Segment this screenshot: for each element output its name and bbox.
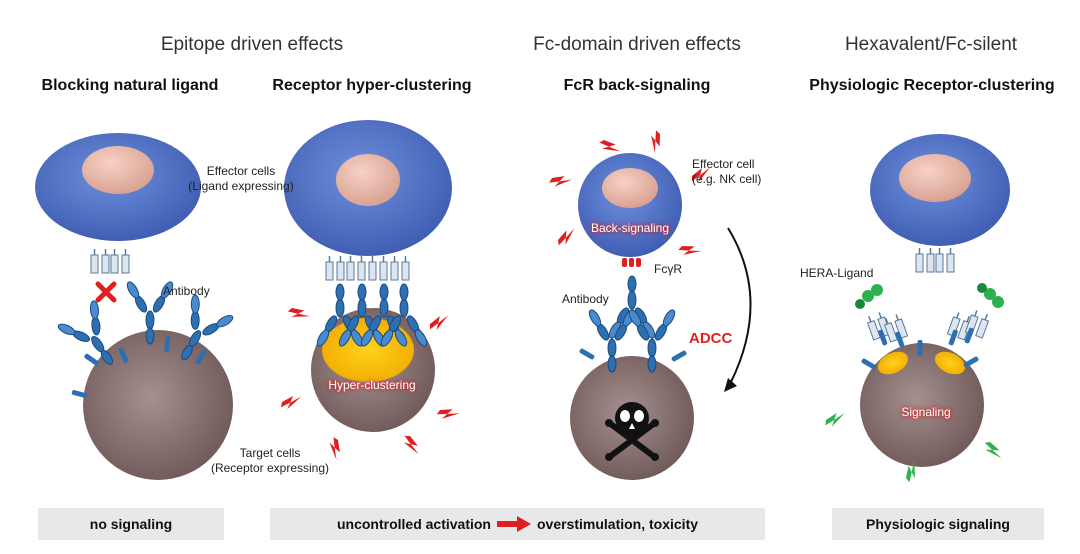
header-epitope: Epitope driven effects <box>160 34 344 55</box>
receptor <box>860 357 878 371</box>
adcc-label: ADCC <box>689 330 733 347</box>
back-signaling-label: Back-signaling <box>590 221 670 235</box>
signal-bolt <box>554 226 580 248</box>
fcgr-label: FcγR <box>654 262 682 276</box>
adcc-arrowhead <box>724 378 737 392</box>
effector-label-line2: (Ligand expressing) <box>188 179 294 193</box>
target-label-line2: (Receptor expressing) <box>210 461 330 475</box>
nucleus <box>602 168 658 208</box>
title-fcr: FcR back-signaling <box>563 77 711 94</box>
target-label-line1: Target cells <box>239 446 301 460</box>
signal-bolt <box>677 241 703 261</box>
panel-fcr <box>548 129 752 480</box>
signaling-label: Signaling <box>901 405 951 419</box>
right-arrow-icon <box>496 516 531 532</box>
panel-hyper <box>279 120 461 461</box>
panel-blocking <box>35 133 238 480</box>
receptor <box>83 352 100 367</box>
antibody <box>606 275 658 341</box>
signal-bolt <box>435 405 461 423</box>
header-fc-domain: Fc-domain driven effects <box>533 34 741 55</box>
ligand <box>935 247 955 273</box>
ligand <box>110 248 130 274</box>
footer-physiologic: Physiologic signaling <box>832 508 1044 540</box>
signal-bolt <box>982 438 1004 464</box>
signal-bolt <box>401 432 421 458</box>
nucleus <box>336 154 400 206</box>
effector-label-line1: Effector cells <box>206 164 276 178</box>
title-blocking: Blocking natural ligand <box>41 77 219 94</box>
footer-toxicity-text: overstimulation, toxicity <box>536 516 699 532</box>
target-cell <box>83 330 233 480</box>
footer-physiologic-text: Physiologic signaling <box>866 516 1010 532</box>
cluster-zone <box>934 351 966 375</box>
block-x-icon <box>95 281 117 303</box>
cluster-zone <box>877 351 909 375</box>
fcr-antibody-label: Antibody <box>562 292 609 306</box>
fcgr-receptors <box>622 258 641 267</box>
fcr-effector-label-line1: Effector cell <box>692 157 755 171</box>
signal-bolt <box>286 303 312 325</box>
ligand <box>915 247 935 273</box>
nucleus <box>82 146 154 194</box>
fcr-effector-label-line2: (e.g. NK cell) <box>692 172 762 186</box>
receptor <box>917 340 923 356</box>
header-hexavalent: Hexavalent/Fc-silent <box>844 34 1018 55</box>
skull-icon <box>605 402 659 461</box>
receptor <box>578 347 596 361</box>
target-label: Target cells (Receptor expressing) <box>211 446 329 476</box>
title-hyper: Receptor hyper-clustering <box>272 77 472 94</box>
hyper-clustering-label: Hyper-clustering <box>328 378 416 392</box>
hera-ligand-left <box>855 284 909 348</box>
hera-ligand-right <box>946 283 1004 346</box>
footer-uncontrolled-text: uncontrolled activation <box>336 516 491 532</box>
nucleus <box>899 154 971 202</box>
adcc-arrow <box>727 227 752 385</box>
footer-no-signaling-text: no signaling <box>89 516 173 532</box>
signal-bolt <box>426 313 452 333</box>
ligand <box>90 248 110 274</box>
signal-bolt <box>279 394 304 411</box>
title-hera: Physiologic Receptor-clustering <box>809 77 1055 94</box>
effector-label: Effector cells (Ligand expressing) <box>188 164 293 194</box>
panel-hera <box>823 134 1010 484</box>
footer-no-signaling: no signaling <box>38 508 224 540</box>
signal-bolt <box>548 173 573 190</box>
signal-bolt <box>823 410 848 429</box>
fcr-effector-label: Effector cell (e.g. NK cell) <box>692 157 761 187</box>
hera-ligand-label: HERA-Ligand <box>800 266 874 280</box>
footer-uncontrolled: uncontrolled activation overstimulation,… <box>270 508 765 540</box>
antibody-label: Antibody <box>163 284 210 298</box>
receptor <box>670 349 688 363</box>
signal-bolt <box>645 129 665 155</box>
